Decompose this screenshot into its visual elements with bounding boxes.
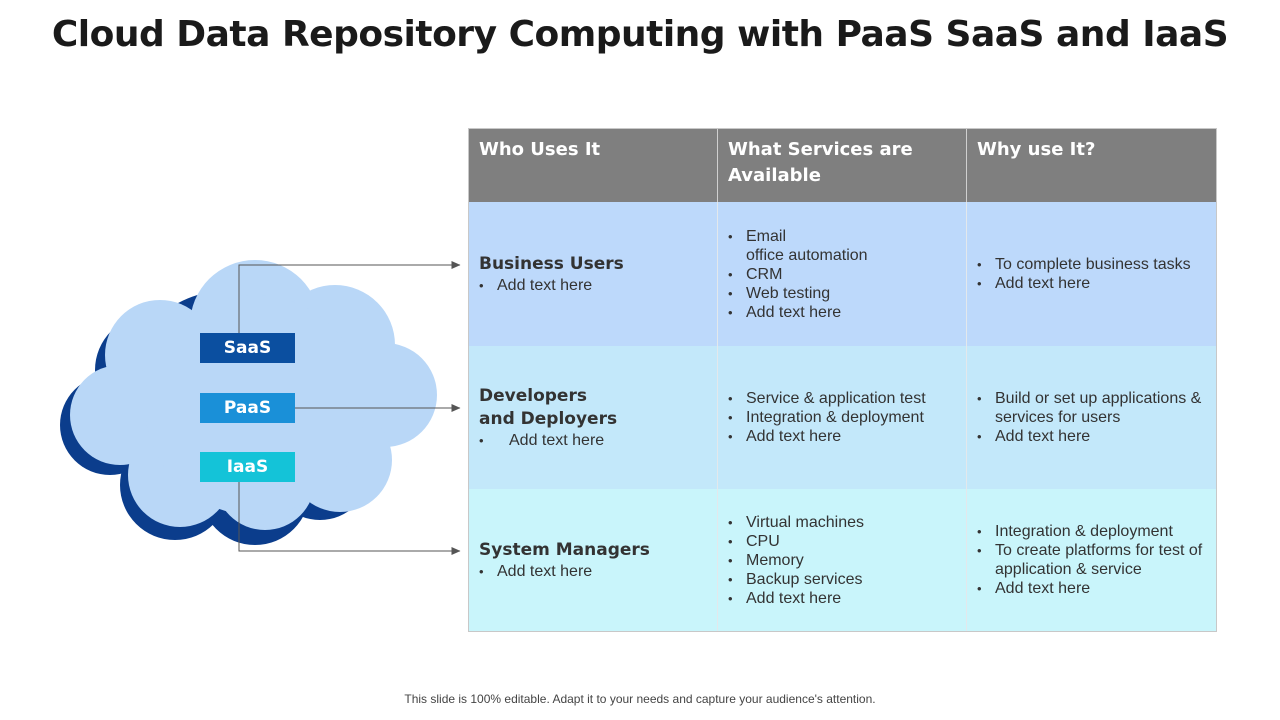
header-services: What Services are Available: [718, 129, 967, 202]
iaas-tag: IaaS: [200, 452, 295, 482]
list-item: Backup services: [728, 570, 966, 589]
list-item: Add text here: [977, 427, 1216, 446]
list-item: Virtual machines: [728, 513, 966, 532]
services-cell: Email office automation CRM Web testing …: [718, 202, 967, 346]
list-item: Add text here: [728, 589, 966, 608]
list-item: CRM: [728, 265, 966, 284]
who-label: System Managers: [479, 540, 650, 560]
who-cell: Developers and Deployers Add text here: [469, 346, 718, 489]
list-item: Email office automation: [728, 227, 966, 265]
list-item: Add text here: [977, 274, 1216, 293]
who-label: Business Users: [479, 254, 624, 274]
who-label: Developers: [479, 386, 587, 406]
who-list: Add text here: [479, 276, 717, 295]
why-list: Integration & deployment To create platf…: [977, 522, 1216, 598]
list-item: Add text here: [479, 276, 717, 295]
list-item: Add text here: [728, 303, 966, 322]
who-list: Add text here: [479, 431, 717, 450]
why-list: To complete business tasks Add text here: [977, 255, 1216, 293]
connector-saas: [238, 261, 461, 333]
why-list: Build or set up applications & services …: [977, 389, 1216, 446]
list-item: Integration & deployment: [977, 522, 1216, 541]
services-list: Service & application test Integration &…: [728, 389, 966, 446]
header-why-use: Why use It?: [977, 139, 1096, 160]
connector-iaas: [238, 482, 461, 555]
why-cell: To complete business tasks Add text here: [967, 202, 1216, 346]
footer-note: This slide is 100% editable. Adapt it to…: [404, 692, 876, 706]
list-item: Integration & deployment: [728, 408, 966, 427]
services-table: Who Uses It What Services are Available …: [468, 128, 1217, 632]
list-item: To complete business tasks: [977, 255, 1216, 274]
services-cell: Virtual machines CPU Memory Backup servi…: [718, 489, 967, 631]
who-cell: System Managers Add text here: [469, 489, 718, 631]
table-row-business-users: Business Users Add text here Email offic…: [469, 202, 1216, 346]
list-item: Build or set up applications & services …: [977, 389, 1216, 427]
why-cell: Build or set up applications & services …: [967, 346, 1216, 489]
list-item: Add text here: [479, 431, 717, 450]
saas-tag: SaaS: [200, 333, 295, 363]
table-row-system-managers: System Managers Add text here Virtual ma…: [469, 489, 1216, 631]
table-header-row: Who Uses It What Services are Available …: [469, 129, 1216, 202]
services-list: Email office automation CRM Web testing …: [728, 227, 966, 322]
list-item: Add text here: [479, 562, 717, 581]
list-item: To create platforms for test of applicat…: [977, 541, 1216, 579]
paas-tag: PaaS: [200, 393, 295, 423]
list-item: Add text here: [728, 427, 966, 446]
who-cell: Business Users Add text here: [469, 202, 718, 346]
services-list: Virtual machines CPU Memory Backup servi…: [728, 513, 966, 608]
list-item: Add text here: [977, 579, 1216, 598]
table-row-developers: Developers and Deployers Add text here S…: [469, 346, 1216, 489]
list-item: Web testing: [728, 284, 966, 303]
who-label: and Deployers: [479, 409, 618, 429]
list-item: CPU: [728, 532, 966, 551]
cloud-diagram: [60, 260, 461, 555]
who-list: Add text here: [479, 562, 717, 581]
list-item: Service & application test: [728, 389, 966, 408]
services-cell: Service & application test Integration &…: [718, 346, 967, 489]
why-cell: Integration & deployment To create platf…: [967, 489, 1216, 631]
header-who-uses: Who Uses It: [469, 129, 718, 202]
list-item: Memory: [728, 551, 966, 570]
page-title: Cloud Data Repository Computing with Paa…: [51, 14, 1229, 55]
